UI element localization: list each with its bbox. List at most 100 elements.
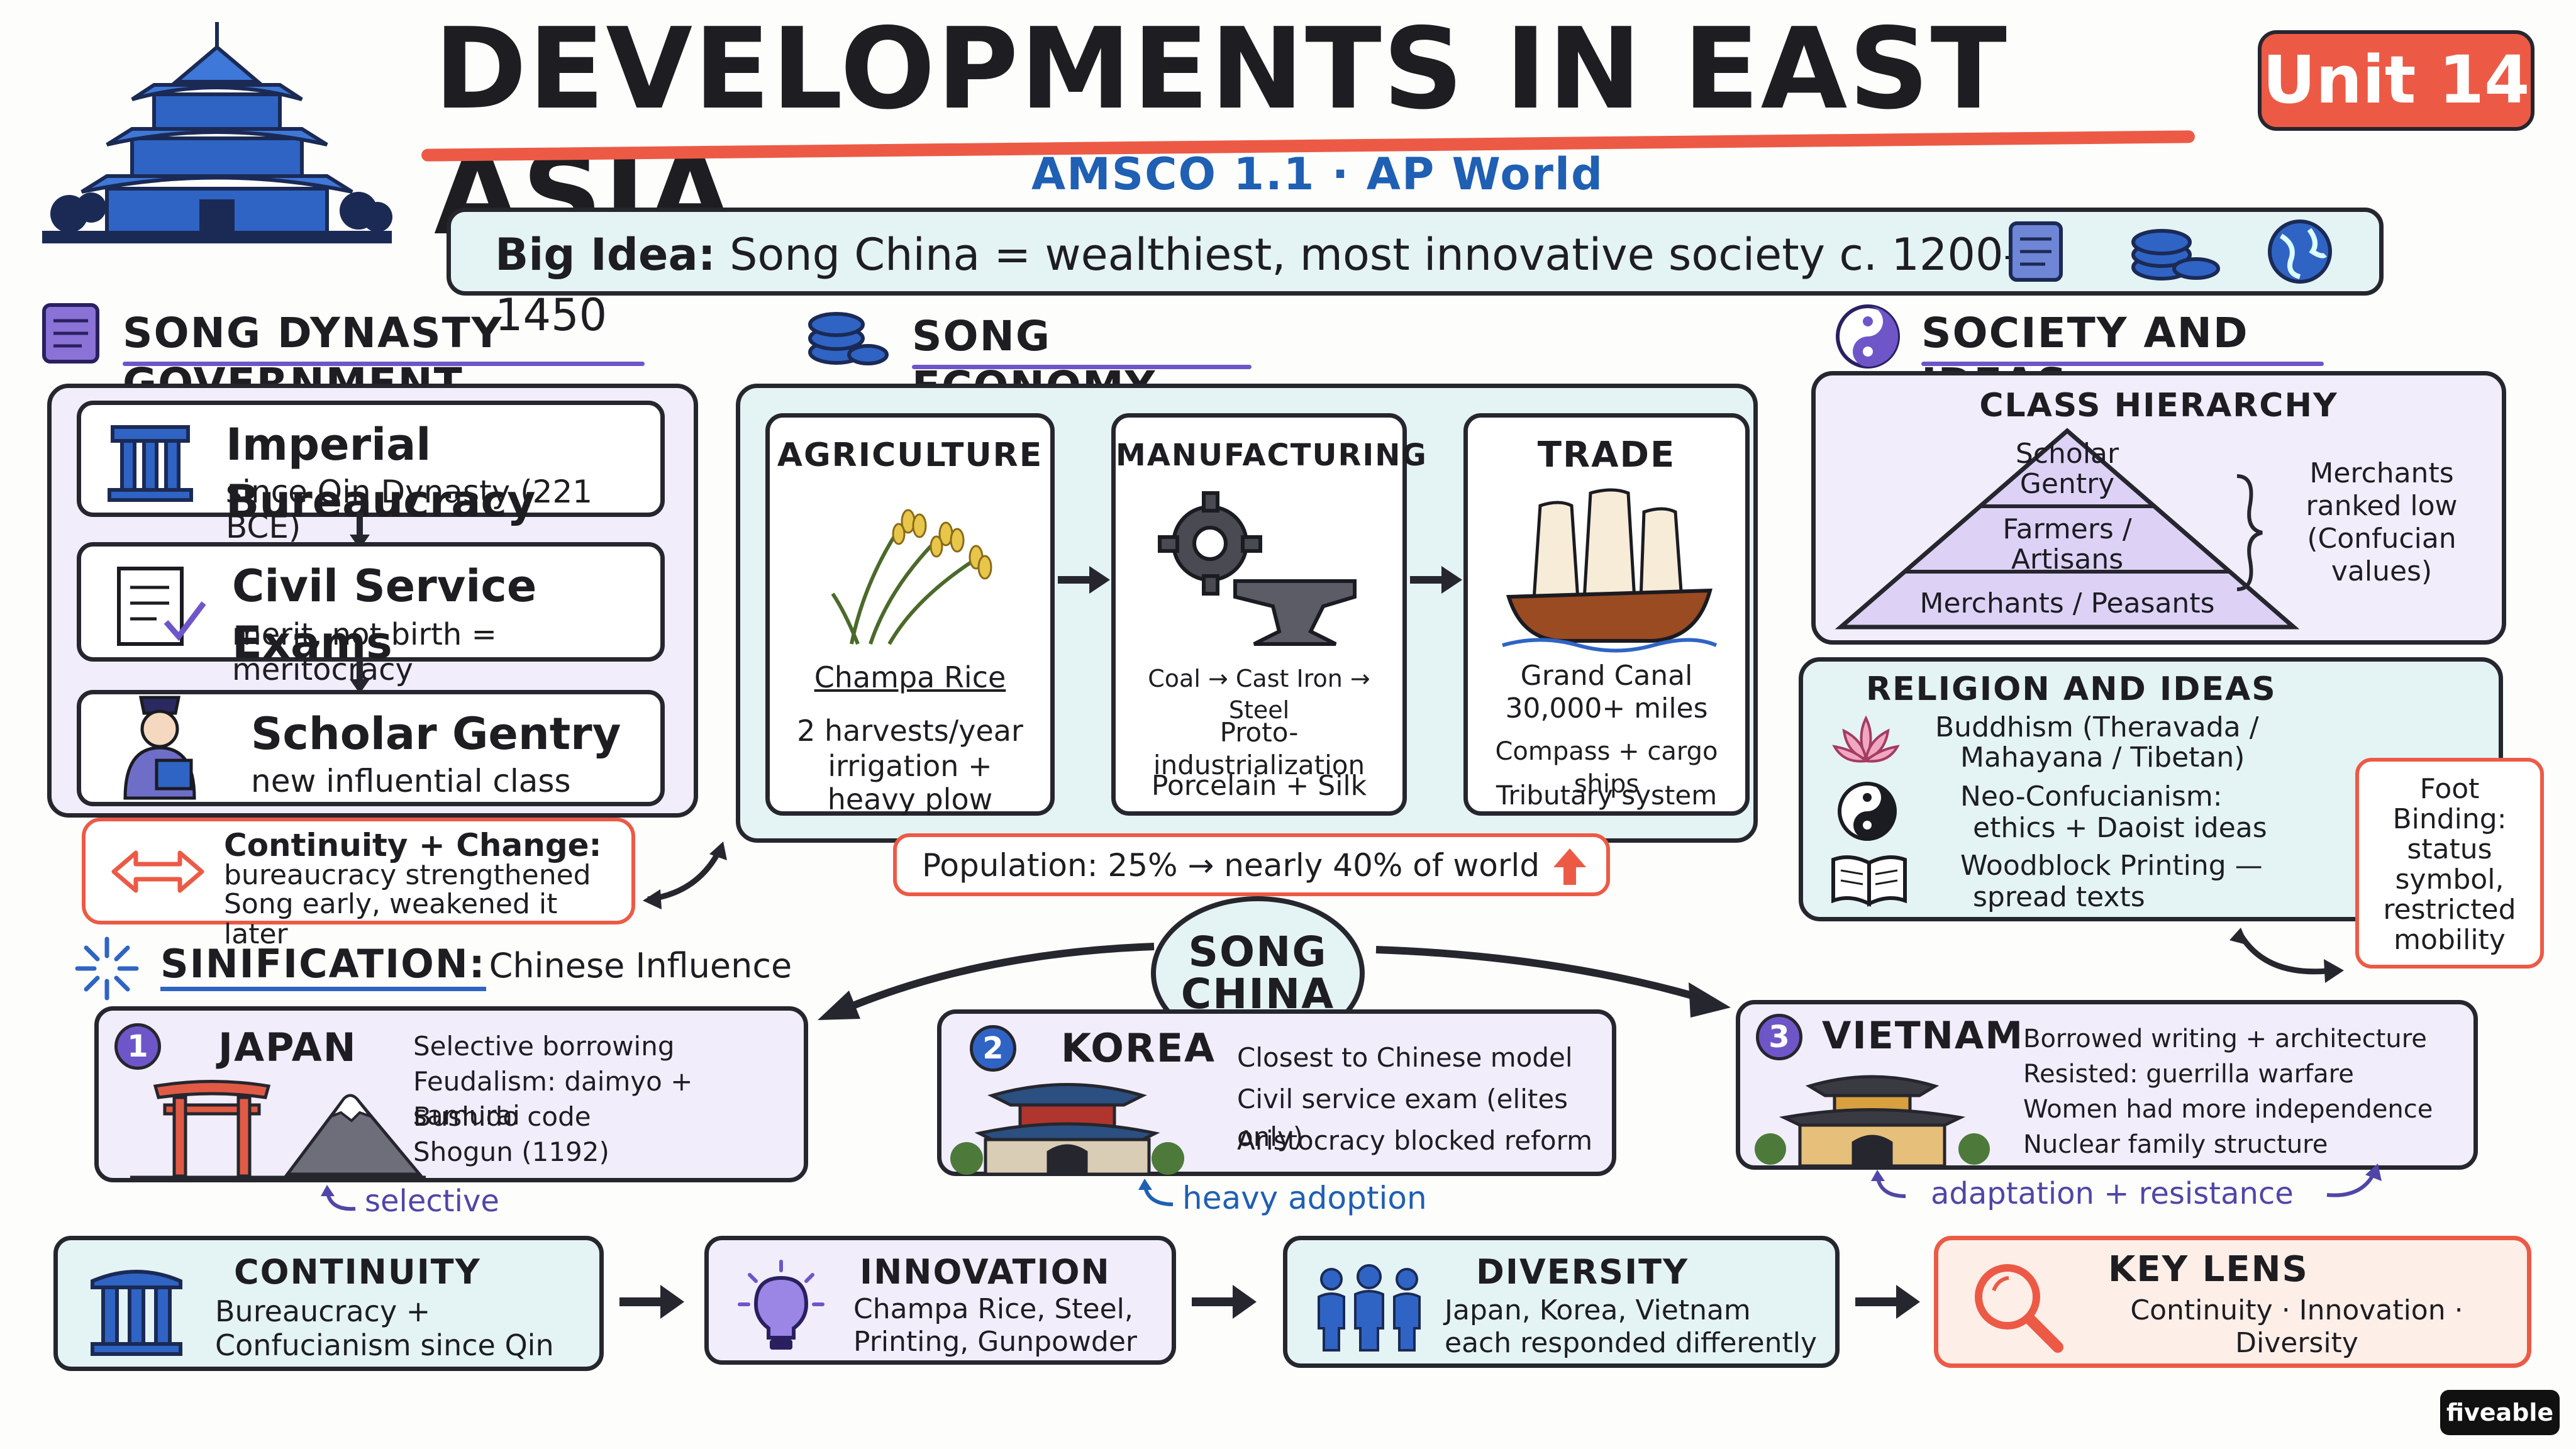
up-arrow-icon [1551,846,1589,887]
agriculture-label: Champa Rice [814,660,1006,694]
hub-line2: CHINA [1180,970,1335,1018]
theme-continuity-l2: Confucianism since Qin [215,1328,554,1362]
trade-heading: TRADE [1537,435,1676,475]
down-arrow [347,657,372,695]
theme-key-lens-heading: KEY LENS [2108,1249,2309,1290]
korea-name: KOREA [1061,1025,1216,1071]
pyramid-tier3: Merchants / Peasants [1919,587,2215,619]
hub-to-japan-arrow [811,931,1163,1025]
trade-line1: Grand Canal [1520,660,1693,692]
merchants-note-3: (Confucian [2307,523,2457,555]
pyramid-tier1a: Scholar [2015,438,2119,470]
theme-arrow [1189,1280,1258,1324]
printing-line1: Woodblock Printing — [1960,850,2263,882]
vietnam-line3: Women had more independence [2023,1095,2433,1124]
people-icon [1313,1264,1426,1353]
economy-section-title: SONG ECONOMY [912,311,1252,411]
korea-line2: Civil service exam (elites only) [1237,1084,1568,1152]
junk-ship-icon [1502,480,1718,653]
korea-line1: Closest to Chinese model [1237,1042,1573,1073]
gov-item-heading: Civil Service Exams [232,560,537,669]
neo-confucian-line1: Neo-Confucianism: [1960,780,2223,813]
gov-panel: Imperial Bureaucracy since Qin Dynasty (… [47,384,698,818]
coins-icon [2124,217,2224,286]
unit-badge: Unit 14 [2258,30,2534,131]
scroll-icon [1998,217,2074,286]
korea-number: 2 [982,1031,1004,1066]
theme-key-lens: KEY LENS Continuity · Innovation · Diver… [1934,1236,2531,1368]
rice-icon [826,487,1002,650]
theme-innovation-heading: INNOVATION [860,1252,1111,1292]
gov-item-bureaucracy: Imperial Bureaucracy since Qin Dynasty (… [77,401,665,545]
theme-innovation-l1: Champa Rice, Steel, [853,1293,1133,1325]
trade-line2: 30,000+ miles [1505,692,1708,724]
gov-item-gentry: Scholar Gentry new influential class [77,690,665,806]
theme-diversity: DIVERSITY Japan, Korea, Vietnam each res… [1283,1236,1840,1368]
agriculture-line2: irrigation + [828,749,992,783]
theme-continuity-heading: CONTINUITY [234,1252,481,1292]
big-idea-label: Big Idea: [495,229,716,280]
hub-line1: SONG [1188,928,1328,976]
theme-diversity-heading: DIVERSITY [1476,1252,1689,1292]
foot-binding-l6: mobility [2394,924,2506,956]
taiji-icon [1836,780,1899,843]
pyramid-tier2a: Farmers / [2002,513,2132,545]
society-section-title: SOCIETY AND IDEAS [1921,308,2324,408]
japan-number: 1 [127,1029,148,1064]
japan-line4: Shogun (1192) [413,1136,609,1167]
page-title: DEVELOPMENTS IN EAST ASIA [434,4,2008,260]
magnifier-icon [1970,1259,2064,1353]
japan-number-badge: 1 [114,1023,161,1070]
manufacturing-card: MANUFACTURING Coal → Cast Iron → Steel P… [1111,413,1426,816]
japan-tag-text: selective [365,1184,499,1219]
vietnam-name: VIETNAM [1822,1014,2024,1058]
manufacturing-chain: Coal → Cast Iron → Steel [1148,665,1370,724]
pyramid-tier2b: Artisans [2011,543,2124,575]
lightbulb-icon [737,1259,825,1353]
korea-tag: heavy adoption [1138,1176,1465,1220]
printing-line2: spread texts [1973,881,2145,913]
sinification-title: SINIFICATION: Chinese Influence Spreads [160,936,840,1050]
agriculture-card: AGRICULTURE Champa Rice 2 harvests/year … [765,413,1055,816]
theme-diversity-l2: each responded differently [1445,1327,1818,1359]
cc-line1: bureaucracy strengthened [224,859,591,891]
pagoda-icon [31,19,402,258]
theme-arrow [1852,1280,1921,1324]
foot-binding-l4: symbol, [2395,863,2504,896]
religion-heading: RELIGION AND IDEAS [1866,670,2277,708]
agriculture-heading: AGRICULTURE [777,436,1043,474]
gov-scroll-icon [35,299,110,368]
merchants-note-4: values) [2331,555,2433,587]
japan-line1: Selective borrowing [413,1031,675,1062]
scholar-icon [113,685,207,804]
trade-card: TRADE Grand Canal 30,000+ miles Compass … [1463,413,1750,816]
manufacturing-line2: Porcelain + Silk [1151,770,1367,802]
theme-innovation: INNOVATION Champa Rice, Steel, Printing,… [704,1236,1176,1365]
gov-item-sub: since Qin Dynasty (221 BCE) [226,474,593,545]
class-hierarchy-heading: CLASS HIERARCHY [1979,387,2338,425]
vietnam-line4: Nuclear family structure [2023,1130,2328,1159]
gov-item-sub: merit, not birth = meritocracy [232,617,497,687]
double-arrow-icon [111,847,205,897]
trade-line3: Compass + cargo ships [1495,737,1718,799]
gov-item-heading: Scholar Gentry [251,708,621,760]
foot-binding-l1: Foot [2419,773,2480,805]
japan-name: JAPAN [218,1024,357,1070]
gov-item-heading: Imperial Bureaucracy [226,419,536,527]
neo-confucian-line2: ethics + Daoist ideas [1973,812,2267,844]
starburst-icon [72,934,142,1003]
foot-binding-card: Foot Binding: status symbol, restricted … [2355,758,2544,969]
gear-anvil-icon [1153,487,1367,650]
down-arrow [347,513,372,550]
class-hierarchy-panel: CLASS HIERARCHY Scholar Gentry Farmers /… [1811,371,2506,645]
economy-coins-icon [802,302,890,371]
gov-item-sub: new influential class [251,763,571,799]
cc-line2: Song early, weakened it later [224,888,558,950]
big-idea-text: Song China = wealthiest, most innovative… [495,229,2026,341]
class-pyramid [1828,426,2306,633]
trade-line4: Tributary system [1496,780,1718,811]
right-arrow [1407,561,1463,599]
population-text: Population: 25% → nearly 40% of world [922,847,1540,884]
gov-section-title: SONG DYNASTY GOVERNMENT [123,308,645,408]
japan-line2: Feudalism: daimyo + samurai [413,1066,693,1131]
